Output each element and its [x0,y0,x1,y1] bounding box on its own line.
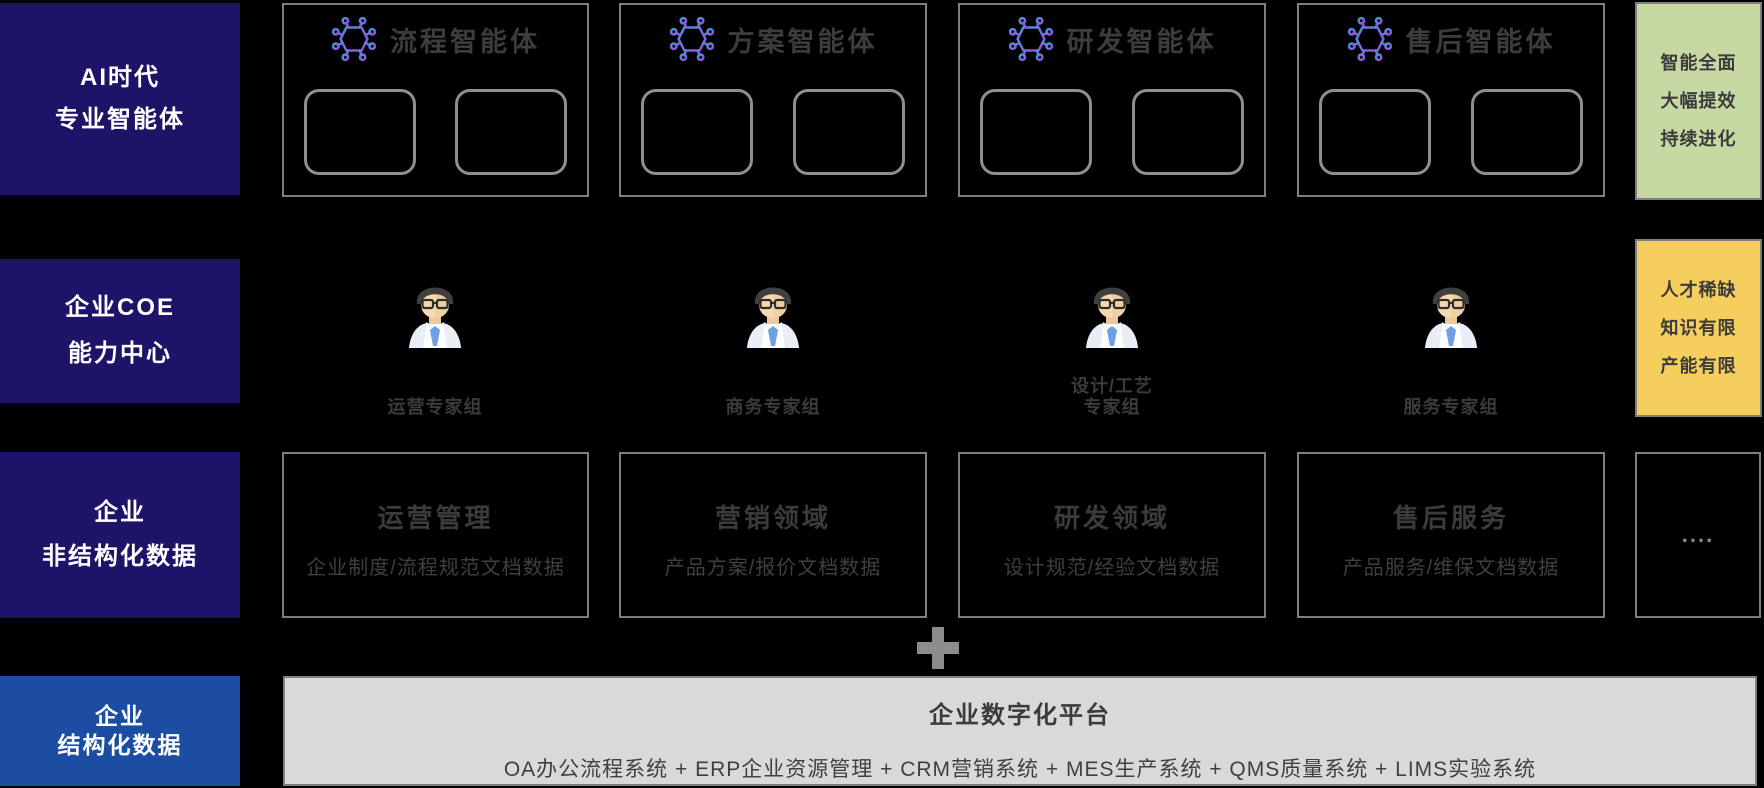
label-line: 专家组 [1083,397,1141,417]
note-line: 大幅提效 [1660,91,1737,111]
agent-title: 售后智能体 [1405,26,1556,57]
more-domains-box: .... [1635,452,1761,618]
businessman-avatar-icon [1084,286,1140,348]
domain-box-operations: 运营管理 企业制度/流程规范文档数据 [282,452,589,618]
domain-box-aftersales: 售后服务 产品服务/维保文档数据 [1297,452,1605,618]
label-line: 能力中心 [68,340,172,367]
domain-title: 运营管理 [377,503,494,533]
label-line: 企业 [95,703,145,729]
ai-network-icon [1347,16,1392,62]
pain-point-note-box: 人才稀缺 知识有限 产能有限 [1635,239,1762,417]
expert-label-design-craft: 设计/工艺 专家组 [1002,376,1222,418]
businessman-avatar-icon [745,286,801,348]
digital-platform-box: 企业数字化平台 OA办公流程系统 + ERP企业资源管理 + CRM营销系统 +… [283,676,1757,786]
left-label-structured-data: 企业 结构化数据 [0,676,240,786]
agent-slot [304,89,416,175]
agent-title: 流程智能体 [390,26,540,57]
ai-network-icon [1008,16,1053,62]
agent-header: 流程智能体 [284,13,587,65]
agent-title: 研发智能体 [1066,26,1217,57]
agent-slot [793,89,905,175]
domain-title: 售后服务 [1392,503,1509,533]
businessman-avatar-icon [1423,286,1479,348]
platform-systems-line: OA办公流程系统 + ERP企业资源管理 + CRM营销系统 + MES生产系统… [503,758,1537,781]
expert-label-business: 商务专家组 [663,376,883,418]
agent-slot [1319,89,1431,175]
expert-label-operations: 运营专家组 [325,376,545,418]
benefit-note-box: 智能全面 大幅提效 持续进化 [1635,2,1762,200]
label-line: 非结构化数据 [42,543,198,570]
domain-title: 营销领域 [714,503,831,533]
label-line: 结构化数据 [57,732,183,758]
left-label-coe: 企业COE 能力中心 [0,259,240,403]
domain-box-rnd: 研发领域 设计规范/经验文档数据 [958,452,1266,618]
domain-title: 研发领域 [1053,503,1170,533]
agent-box-process: 流程智能体 [282,3,589,197]
agent-header: 售后智能体 [1299,13,1603,65]
note-line: 智能全面 [1660,53,1737,73]
label-line: 运营专家组 [387,397,483,417]
domain-subtitle: 产品方案/报价文档数据 [664,557,882,579]
domain-subtitle: 产品服务/维保文档数据 [1342,557,1560,579]
label-line: 企业 [94,499,146,526]
agent-slot [1471,89,1583,175]
label-line: AI时代 [80,64,160,91]
note-line: 持续进化 [1660,129,1737,149]
agent-header: 方案智能体 [621,13,925,65]
expert-label-service: 服务专家组 [1341,376,1561,418]
label-line: 服务专家组 [1403,397,1499,417]
plus-icon: + [917,627,959,669]
ai-network-icon [331,16,377,62]
left-label-ai-era: AI时代 专业智能体 [0,3,240,195]
note-line: 人才稀缺 [1660,280,1737,300]
agent-slot [1132,89,1244,175]
agent-slot [455,89,567,175]
platform-title: 企业数字化平台 [929,702,1111,729]
ellipsis-label: .... [1681,522,1715,547]
agent-box-rnd: 研发智能体 [958,3,1266,197]
agent-box-aftersales: 售后智能体 [1297,3,1605,197]
agent-box-solution: 方案智能体 [619,3,927,197]
note-line: 知识有限 [1660,318,1737,338]
domain-subtitle: 企业制度/流程规范文档数据 [306,557,565,579]
businessman-avatar-icon [407,286,463,348]
domain-box-marketing: 营销领域 产品方案/报价文档数据 [619,452,927,618]
label-line: 设计/工艺 [1070,376,1153,396]
label-line: 商务专家组 [725,397,821,417]
left-label-unstructured-data: 企业 非结构化数据 [0,452,240,618]
domain-subtitle: 设计规范/经验文档数据 [1003,557,1221,579]
agent-header: 研发智能体 [960,13,1264,65]
ai-network-icon [669,16,714,62]
label-line: 企业COE [64,294,175,321]
agent-slot [641,89,753,175]
label-line: 专业智能体 [55,106,185,133]
agent-slot [980,89,1092,175]
note-line: 产能有限 [1660,356,1737,376]
agent-title: 方案智能体 [727,26,878,57]
